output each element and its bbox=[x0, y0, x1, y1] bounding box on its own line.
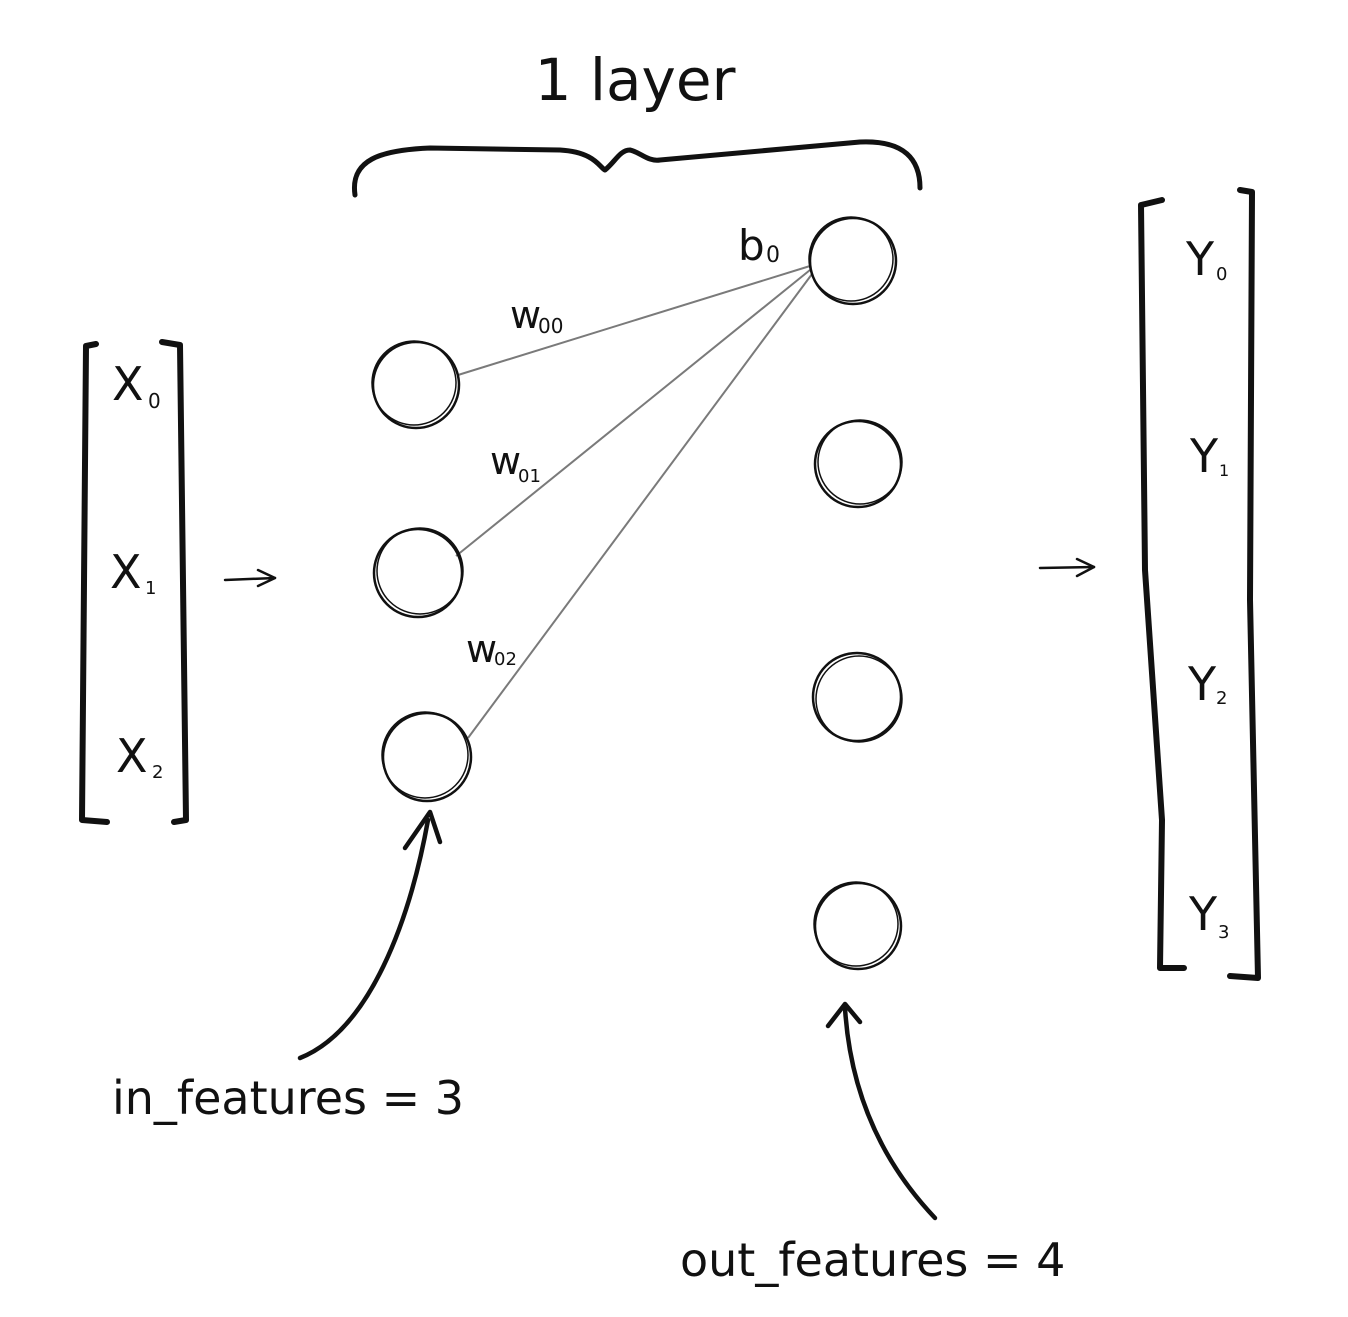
input-bracket-right bbox=[159, 339, 189, 825]
svg-text:X: X bbox=[112, 357, 144, 411]
out-features-arrow bbox=[825, 1001, 938, 1221]
output-y3: Y 3 bbox=[1188, 887, 1229, 943]
svg-text:X: X bbox=[110, 545, 142, 599]
svg-text:Y: Y bbox=[1188, 887, 1218, 941]
svg-text:1: 1 bbox=[1219, 461, 1229, 480]
arrow-input-to-layer bbox=[223, 568, 277, 588]
output-node-2 bbox=[811, 651, 903, 743]
output-node-3 bbox=[813, 881, 903, 971]
weight-label-w00: w 00 bbox=[510, 293, 563, 338]
svg-text:Y: Y bbox=[1185, 232, 1215, 286]
arrow-layer-to-output bbox=[1038, 557, 1096, 578]
svg-text:1: 1 bbox=[145, 578, 156, 599]
svg-text:X: X bbox=[116, 729, 148, 783]
svg-text:2: 2 bbox=[152, 762, 163, 783]
svg-text:b: b bbox=[738, 221, 765, 270]
out-features-label: out_features = 4 bbox=[680, 1233, 1065, 1287]
output-y0: Y 0 bbox=[1185, 232, 1227, 286]
weight-label-w02: w 02 bbox=[466, 627, 517, 671]
svg-text:0: 0 bbox=[766, 243, 780, 268]
input-x0: X 0 bbox=[112, 357, 161, 413]
svg-text:w: w bbox=[466, 627, 497, 671]
svg-text:00: 00 bbox=[538, 314, 563, 338]
output-node-0 bbox=[808, 216, 898, 306]
input-node-0 bbox=[371, 340, 461, 430]
output-y1: Y 1 bbox=[1189, 429, 1229, 483]
in-features-label: in_features = 3 bbox=[112, 1071, 464, 1125]
weight-label-w01: w 01 bbox=[490, 439, 541, 487]
svg-text:3: 3 bbox=[1218, 922, 1229, 943]
output-bracket-right bbox=[1227, 187, 1261, 981]
output-bracket-left bbox=[1138, 197, 1187, 971]
input-x2: X 2 bbox=[116, 729, 163, 783]
input-x1: X 1 bbox=[110, 545, 156, 599]
svg-text:w: w bbox=[510, 293, 541, 337]
input-bracket-left bbox=[79, 341, 110, 825]
layer-brace bbox=[351, 139, 923, 198]
output-node-1 bbox=[813, 419, 903, 509]
layer-title: 1 layer bbox=[535, 46, 736, 114]
bias-label-b0: b 0 bbox=[738, 221, 780, 270]
weight-line-w01 bbox=[455, 269, 811, 557]
svg-text:0: 0 bbox=[1216, 264, 1227, 285]
output-y2: Y 2 bbox=[1187, 657, 1227, 711]
svg-text:w: w bbox=[490, 439, 521, 483]
svg-text:0: 0 bbox=[148, 389, 161, 413]
svg-text:02: 02 bbox=[494, 649, 517, 670]
svg-text:01: 01 bbox=[518, 466, 541, 487]
in-features-arrow bbox=[297, 809, 443, 1061]
svg-text:2: 2 bbox=[1216, 688, 1227, 709]
svg-text:Y: Y bbox=[1189, 429, 1219, 483]
weight-line-w00 bbox=[457, 265, 811, 376]
svg-text:Y: Y bbox=[1187, 657, 1217, 711]
input-node-1 bbox=[372, 527, 464, 619]
weight-line-w02 bbox=[467, 273, 813, 739]
input-node-2 bbox=[381, 711, 473, 803]
